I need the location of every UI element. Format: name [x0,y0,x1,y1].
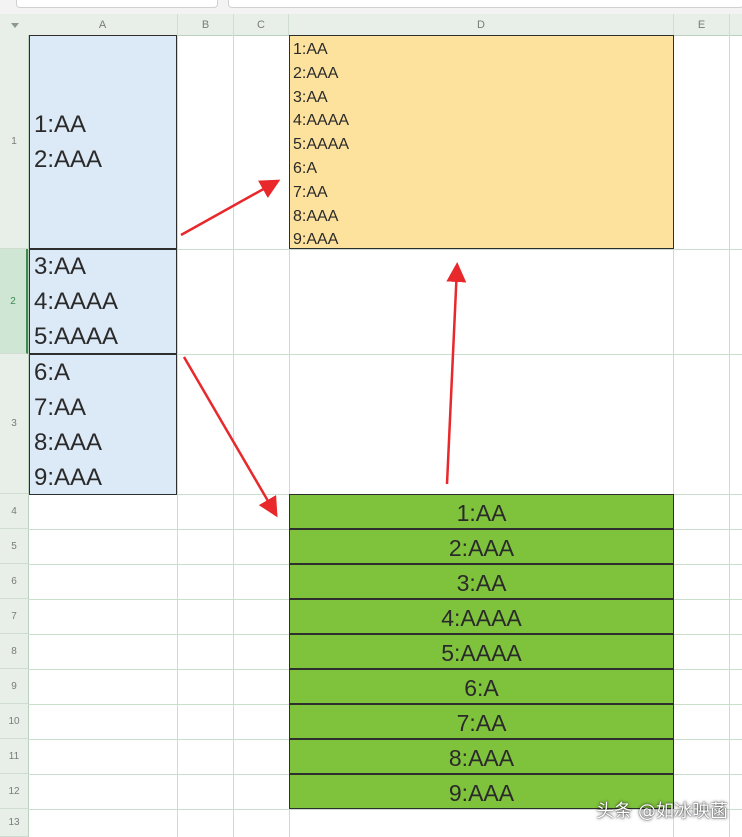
row-header-2[interactable]: 2 [0,249,28,354]
cell-d8[interactable]: 5:AAAA [289,634,674,669]
row-header-8[interactable]: 8 [0,634,28,669]
row-header-11[interactable]: 11 [0,739,28,774]
cell-a2-line: 4:AAAA [34,288,119,315]
cell-a3-line: 6:A [34,358,71,386]
row-header-10[interactable]: 10 [0,704,28,739]
cell-d1[interactable]: 1:AA 2:AAA 3:AA 4:AAAA 5:AAAA 6:A 7:AA 8… [289,35,674,249]
name-box[interactable] [16,0,218,8]
cell-d5[interactable]: 2:AAA [289,529,674,564]
column-header-d[interactable]: D [289,14,674,35]
watermark-text: 头条 @如冰映菡 [596,801,728,822]
arrow-d4-to-d1 [445,262,467,485]
arrow-a2-to-d4 [182,356,278,518]
row-header-1[interactable]: 1 [0,35,28,249]
cell-a3-line: 7:AA [34,393,87,421]
cell-a2-line: 5:AAAA [34,323,119,350]
column-header-c[interactable]: C [234,14,289,35]
cell-a3-line: 9:AAA [34,463,103,491]
arrow-a1-to-d1 [180,179,281,237]
cell-d7[interactable]: 4:AAAA [289,599,674,634]
formula-input[interactable] [228,0,742,8]
row-header-5[interactable]: 5 [0,529,28,564]
cell-a3[interactable]: 6:A 7:AA 8:AAA 9:AAA [29,354,177,495]
row-header-3[interactable]: 3 [0,354,28,494]
select-all-icon [11,23,19,28]
cell-d1-line: 9:AAA [293,231,339,249]
cell-d1-line: 4:AAAA [293,112,350,130]
row-header-4[interactable]: 4 [0,494,28,529]
cell-a2[interactable]: 3:AA 4:AAAA 5:AAAA [29,249,177,354]
cell-a1-line: 1:AA [34,111,87,138]
select-all-corner[interactable] [0,14,28,36]
column-header-b[interactable]: B [178,14,234,35]
cell-d10[interactable]: 7:AA [289,704,674,739]
row-header-9[interactable]: 9 [0,669,28,704]
cell-d12[interactable]: 9:AAA [289,774,674,809]
cell-d1-line: 6:A [293,159,318,177]
cell-a1[interactable]: 1:AA 2:AAA [29,35,177,249]
cell-d6[interactable]: 3:AA [289,564,674,599]
row-header-12[interactable]: 12 [0,774,28,809]
formula-bar-area [0,0,742,14]
row-header-6[interactable]: 6 [0,564,28,599]
column-header-a[interactable]: A [28,14,178,35]
row-header-7[interactable]: 7 [0,599,28,634]
cell-d1-line: 3:AA [293,88,328,106]
cell-d1-line: 8:AAA [293,207,339,225]
cell-d1-line: 7:AA [293,183,328,201]
cell-d1-line: 5:AAAA [293,136,350,154]
cell-d4[interactable]: 1:AA [289,494,674,529]
cell-a3-line: 8:AAA [34,428,103,456]
cell-d1-line: 2:AAA [293,64,339,82]
row-header-13[interactable]: 13 [0,809,28,837]
cell-d11[interactable]: 8:AAA [289,739,674,774]
cell-a1-line: 2:AAA [34,146,103,173]
cell-d1-line: 1:AA [293,41,328,58]
column-header-e[interactable]: E [674,14,730,35]
cell-d9[interactable]: 6:A [289,669,674,704]
cell-a2-line: 3:AA [34,253,87,280]
